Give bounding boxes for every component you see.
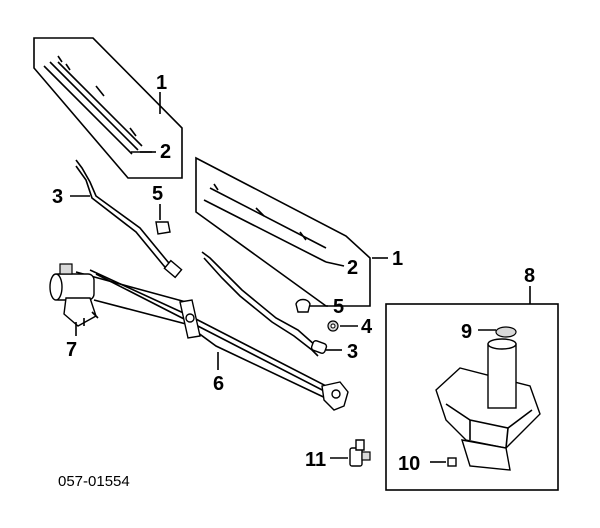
pivot-nut bbox=[327, 320, 358, 332]
callout-3-right: 3 bbox=[347, 341, 358, 363]
callout-11: 11 bbox=[305, 449, 326, 471]
washer-nozzle bbox=[330, 439, 371, 467]
callout-2-lower: 2 bbox=[347, 257, 358, 279]
callout-9: 9 bbox=[461, 321, 472, 343]
arm-cap-upper bbox=[155, 204, 171, 235]
callout-5-upper: 5 bbox=[152, 183, 163, 205]
callout-5-lower: 5 bbox=[333, 296, 344, 318]
callout-4: 4 bbox=[361, 316, 373, 338]
callout-10: 10 bbox=[398, 453, 420, 475]
callout-6: 6 bbox=[213, 373, 224, 395]
wiper-refill-lower bbox=[203, 199, 327, 263]
callout-7: 7 bbox=[66, 339, 77, 361]
callout-3-left: 3 bbox=[52, 186, 63, 208]
blade-frame-lower bbox=[195, 156, 371, 307]
callout-8: 8 bbox=[524, 265, 535, 287]
wiper-blade-group-lower bbox=[195, 156, 388, 307]
wiper-motor bbox=[49, 263, 99, 336]
callout-2-upper: 2 bbox=[160, 141, 171, 163]
wiper-blade-lower bbox=[209, 187, 327, 249]
wiper-blade-group-upper bbox=[33, 37, 183, 179]
callout-1-lower: 1 bbox=[392, 248, 403, 270]
washer-tank-frame bbox=[385, 303, 559, 491]
wiper-arm-left bbox=[70, 159, 183, 279]
wiper-linkage bbox=[75, 269, 349, 411]
wiper-blade-upper bbox=[57, 61, 143, 147]
figure-code: 057-01554 bbox=[58, 473, 130, 490]
washer-tank-group bbox=[385, 286, 559, 491]
wiper-refill-upper bbox=[43, 65, 133, 155]
wiper-arm-right bbox=[201, 251, 342, 357]
arm-cap-lower bbox=[295, 298, 328, 313]
callout-1-upper: 1 bbox=[156, 72, 167, 94]
blade-frame-upper bbox=[33, 37, 183, 179]
